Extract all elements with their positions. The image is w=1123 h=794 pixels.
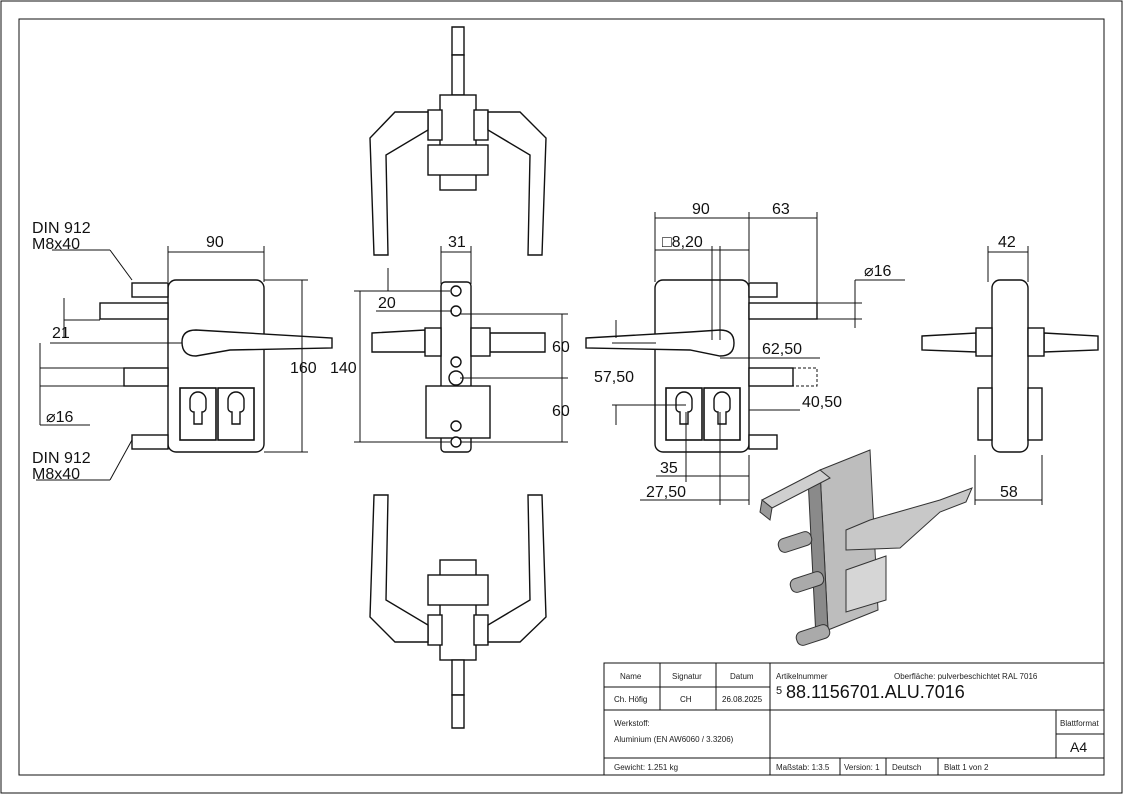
tb-name-label: Name bbox=[620, 672, 642, 681]
screw-bottom-label: M8x40 bbox=[32, 466, 80, 483]
tb-blatt: Blatt 1 von 2 bbox=[944, 763, 989, 772]
dimension-labels: DIN 912 M8x40 90 21 160 ⌀16 DIN 912 M8x4… bbox=[32, 201, 1018, 501]
tb-datum-label: Datum bbox=[730, 672, 754, 681]
tb-sprache: Deutsch bbox=[892, 763, 921, 772]
dim-rear-2750: 27,50 bbox=[646, 484, 686, 501]
tb-blattformat-label: Blattformat bbox=[1060, 719, 1099, 728]
tb-artikel-label: Artikelnummer bbox=[776, 672, 828, 681]
dim-center-upper: 60 bbox=[552, 339, 570, 356]
dimension-lines bbox=[36, 212, 1043, 505]
isometric-view bbox=[759, 449, 973, 646]
dim-side-depth: 58 bbox=[1000, 484, 1018, 501]
dim-center-width: 31 bbox=[448, 234, 466, 251]
dim-center-lower: 60 bbox=[552, 403, 570, 420]
tb-signatur-label: Signatur bbox=[672, 672, 702, 681]
dim-side-width: 42 bbox=[998, 234, 1016, 251]
tb-werkstoff: Aluminium (EN AW6060 / 3.3206) bbox=[614, 735, 734, 744]
screw-top-label: M8x40 bbox=[32, 236, 80, 253]
center-view bbox=[371, 281, 546, 453]
front-left-view bbox=[99, 279, 333, 453]
bottom-view bbox=[369, 494, 547, 729]
din-bottom-label: DIN 912 bbox=[32, 450, 91, 467]
top-view bbox=[369, 26, 547, 256]
dim-center-height: 140 bbox=[330, 360, 357, 377]
din-top-label: DIN 912 bbox=[32, 220, 91, 237]
tb-blattformat: A4 bbox=[1070, 739, 1087, 755]
tb-gewicht: Gewicht: 1.251 kg bbox=[614, 763, 678, 772]
dim-rear-offset: 63 bbox=[772, 201, 790, 218]
tb-massstab: Maßstab: 1:3.5 bbox=[776, 763, 830, 772]
dim-rear-4050: 40,50 bbox=[802, 394, 842, 411]
tb-werkstoff-label: Werkstoff: bbox=[614, 719, 650, 728]
dim-rear-width: 90 bbox=[692, 201, 710, 218]
tb-name: Ch. Höfig bbox=[614, 695, 647, 704]
dim-front-diameter: ⌀16 bbox=[46, 409, 74, 426]
tb-artikel-prefix: 5 bbox=[776, 685, 782, 697]
tb-artikel-nr: 88.1156701.ALU.7016 bbox=[786, 682, 965, 702]
rear-view bbox=[585, 279, 818, 453]
dim-rear-square: □8,20 bbox=[662, 234, 703, 251]
tb-datum: 26.08.2025 bbox=[722, 695, 763, 704]
dim-front-height: 160 bbox=[290, 360, 317, 377]
side-view bbox=[921, 279, 1099, 453]
title-block: Name Signatur Datum Ch. Höfig CH 26.08.2… bbox=[603, 662, 1105, 776]
dim-rear-diameter: ⌀16 bbox=[864, 263, 892, 280]
dim-center-20: 20 bbox=[378, 295, 396, 312]
dim-front-width: 90 bbox=[206, 234, 224, 251]
tb-signatur: CH bbox=[680, 695, 692, 704]
dim-rear-6250: 62,50 bbox=[762, 341, 802, 358]
dim-front-21: 21 bbox=[52, 325, 70, 342]
tb-oberflaeche: Oberfläche: pulverbeschichtet RAL 7016 bbox=[894, 672, 1038, 681]
tb-version: Version: 1 bbox=[844, 763, 880, 772]
dim-rear-5750: 57,50 bbox=[594, 369, 634, 386]
dim-rear-35: 35 bbox=[660, 460, 678, 477]
drawing-frame bbox=[18, 18, 1105, 776]
